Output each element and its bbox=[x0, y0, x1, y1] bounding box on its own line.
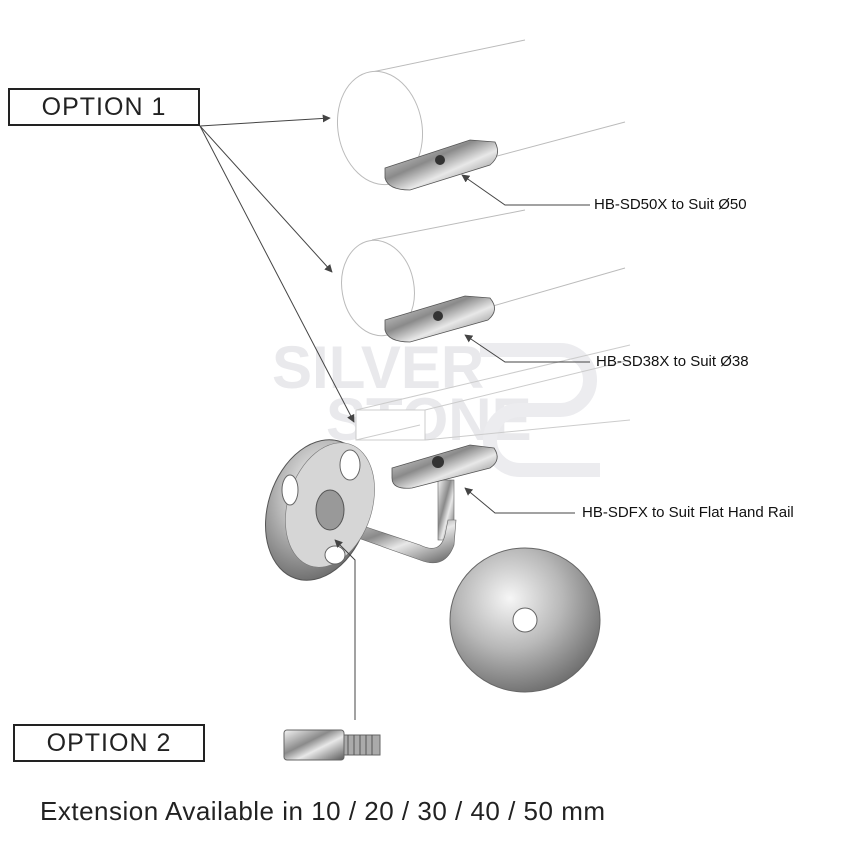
saddle-sd38x bbox=[384, 295, 495, 343]
option1-label: OPTION 1 bbox=[8, 88, 200, 126]
extension-availability-text: Extension Available in 10 / 20 / 30 / 40… bbox=[40, 796, 606, 826]
leader-sd50x bbox=[461, 174, 590, 206]
leader-lines bbox=[199, 114, 590, 720]
option2-label: OPTION 2 bbox=[13, 724, 205, 762]
leader-sd38x bbox=[464, 334, 590, 363]
callout-sd50x: HB-SD50X to Suit Ø50 bbox=[594, 196, 747, 213]
leader-option1-tube38 bbox=[199, 125, 333, 273]
wall-plate bbox=[264, 439, 375, 581]
callout-sdfx: HB-SDFX to Suit Flat Hand Rail bbox=[582, 504, 794, 521]
watermark-line1: SILVER bbox=[272, 334, 484, 401]
leader-sdfx bbox=[464, 487, 575, 514]
saddle-sd50x bbox=[384, 139, 498, 191]
leader-option1-flat bbox=[199, 125, 355, 423]
round-tube-38 bbox=[341, 209, 626, 337]
leader-option1-tube50 bbox=[199, 114, 331, 127]
leader-extension bbox=[334, 539, 356, 720]
extension-piece bbox=[283, 729, 381, 761]
callout-sd38x: HB-SD38X to Suit Ø38 bbox=[596, 353, 749, 370]
flat-hand-rail bbox=[355, 344, 631, 441]
cover-plate bbox=[449, 547, 601, 693]
saddle-sdfx bbox=[391, 444, 498, 541]
